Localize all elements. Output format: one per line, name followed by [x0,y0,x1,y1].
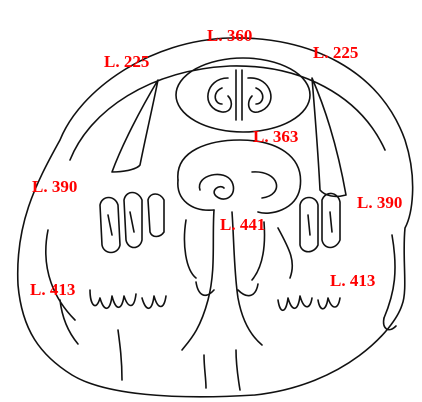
label-middle: L. 363 [253,128,298,145]
middle-spiral [199,174,233,199]
label-center: L. 441 [220,216,265,233]
left-hand-3 [148,194,164,237]
label-top-center: L. 360 [207,27,252,44]
right-tusk [312,78,346,196]
top-oval-stem [236,70,242,120]
right-fang [278,228,292,278]
left-hand-2 [124,193,142,248]
label-left: L. 390 [32,178,77,195]
top-oval-spiral-right [248,78,271,112]
right-hand-detail [308,212,332,235]
lower-teeth-left [90,290,136,308]
lower-teeth-left-2 [142,296,166,308]
label-right: L. 390 [357,194,402,211]
middle-right-curl [252,172,277,198]
left-hand-detail [108,212,134,235]
label-lower-right: L. 413 [330,272,375,289]
top-oval-spiral-left [208,78,232,112]
top-oval-spiral-inner [215,88,222,104]
lower-teeth-right-2 [318,298,340,309]
label-upper-left: L. 225 [104,53,149,70]
middle-head-lower [178,180,214,210]
top-oval-spiral-right-inner [256,88,263,104]
center-stem [182,210,214,350]
label-upper-right: L. 225 [313,44,358,61]
label-lower-left: L. 413 [30,281,75,298]
inner-border [70,66,385,160]
middle-head [178,140,301,213]
top-oval [176,58,310,132]
lower-teeth-right [278,296,312,310]
left-tusk [112,80,158,172]
drip-1 [118,330,122,380]
center-arm-right [238,284,258,296]
drip-3 [236,350,240,390]
left-inner-column [184,220,196,278]
drip-2 [204,355,206,388]
inner-border-right [384,235,395,318]
